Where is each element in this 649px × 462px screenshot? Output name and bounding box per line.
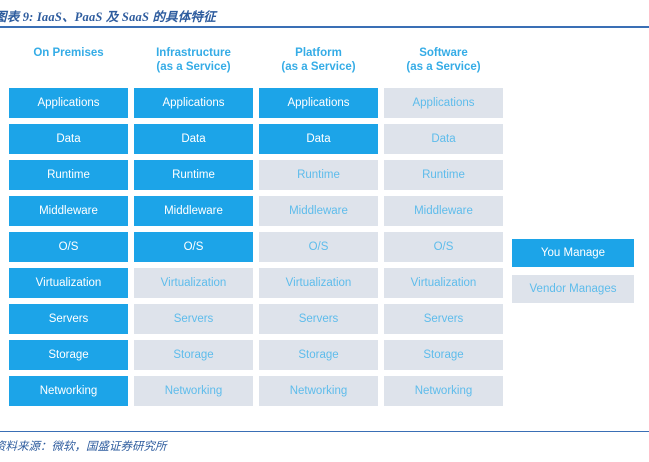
stack-cell: Networking	[134, 376, 253, 406]
title-divider-line	[0, 26, 649, 28]
stack-cell: Networking	[9, 376, 128, 406]
stack-cell: Storage	[259, 340, 378, 370]
stack-cell: Runtime	[9, 160, 128, 190]
stack-cell: Virtualization	[9, 268, 128, 298]
stack-cell: Data	[9, 124, 128, 154]
stack-cell: Data	[259, 124, 378, 154]
stack-cell: Servers	[259, 304, 378, 334]
column-header-1: On Premises	[9, 42, 128, 88]
column-header-4: Software (as a Service)	[384, 42, 503, 88]
stack-cell: Data	[384, 124, 503, 154]
column-header-title: Software	[419, 47, 468, 59]
stack-cell: Storage	[9, 340, 128, 370]
stack-cell: Middleware	[384, 196, 503, 226]
stack-cell: O/S	[384, 232, 503, 262]
column-header-subtitle: (as a Service)	[281, 61, 356, 73]
stack-cell: Servers	[9, 304, 128, 334]
stack-cell: Networking	[384, 376, 503, 406]
stack-cell: Applications	[9, 88, 128, 118]
stack-cell: Applications	[259, 88, 378, 118]
column-header-2: Infrastructure (as a Service)	[134, 42, 253, 88]
column-header-title: Platform	[295, 47, 342, 59]
stack-cell: O/S	[134, 232, 253, 262]
legend-item-2: Vendor Manages	[512, 275, 634, 303]
stack-cell: Runtime	[384, 160, 503, 190]
column-header-title: On Premises	[33, 47, 104, 59]
stack-cell: Applications	[134, 88, 253, 118]
stack-cell: Virtualization	[384, 268, 503, 298]
stack-cell: Storage	[134, 340, 253, 370]
stack-cell: Runtime	[134, 160, 253, 190]
stack-cell: O/S	[259, 232, 378, 262]
stack-cell: Middleware	[9, 196, 128, 226]
legend-item-1: You Manage	[512, 239, 634, 267]
stack-cell: Virtualization	[134, 268, 253, 298]
stack-cell: Servers	[134, 304, 253, 334]
stack-cell: O/S	[9, 232, 128, 262]
stack-cell: Middleware	[134, 196, 253, 226]
column-header-3: Platform (as a Service)	[259, 42, 378, 88]
stack-cell: Networking	[259, 376, 378, 406]
column-header-subtitle: (as a Service)	[156, 61, 231, 73]
stack-cell: Virtualization	[259, 268, 378, 298]
stack-cell: Servers	[384, 304, 503, 334]
stack-cell: Storage	[384, 340, 503, 370]
stack-cell: Middleware	[259, 196, 378, 226]
column-header-title: Infrastructure	[156, 47, 231, 59]
source-divider-line	[0, 431, 649, 432]
stack-cell: Runtime	[259, 160, 378, 190]
stack-cell: Data	[134, 124, 253, 154]
column-header-subtitle: (as a Service)	[406, 61, 481, 73]
figure-title: 图表 9: IaaS、PaaS 及 SaaS 的具体特征	[0, 10, 216, 24]
stack-cell: Applications	[384, 88, 503, 118]
figure-source: 资料来源：微软，国盛证券研究所	[0, 441, 167, 453]
